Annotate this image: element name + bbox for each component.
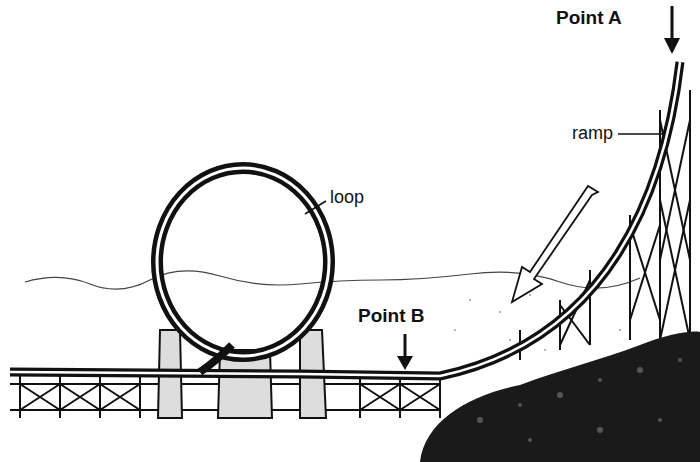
pointer-arrowhead [397,356,413,370]
leader-line [305,201,326,214]
part-label: loop [330,188,364,208]
direction-arrow [512,186,598,302]
track-rail [10,62,680,376]
loop-entry [200,345,232,372]
bushes [420,332,700,462]
point-label: Point B [358,306,425,327]
loop-track [157,168,329,356]
pointer-arrow [671,6,674,40]
loop-track-rail [157,168,329,356]
track [10,62,680,376]
leader-line [618,133,662,135]
bush-texture [477,358,682,442]
pointer-arrowhead [664,38,680,54]
point-label: Point A [556,8,622,29]
ground-speckle [454,294,621,351]
part-label: ramp [572,124,613,144]
pointer-arrow [404,334,407,358]
